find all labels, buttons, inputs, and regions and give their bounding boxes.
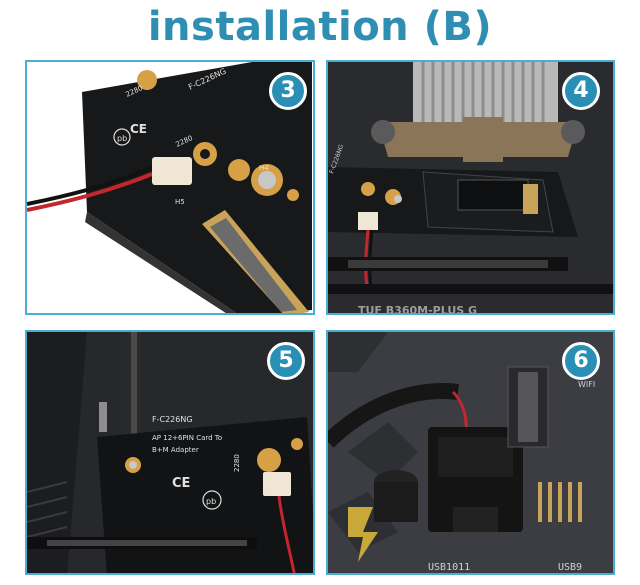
step3-ce-mark: CE xyxy=(130,122,147,136)
step5-desc-line2: B+M Adapter xyxy=(152,446,199,454)
step-badge-5: 5 xyxy=(267,342,305,380)
cpu-cooler xyxy=(413,62,558,122)
step-badge-6: 6 xyxy=(562,342,600,380)
step4-board-label: TUF B360M-PLUS G xyxy=(358,304,477,315)
step5-desc-line1: AP 12+6PIN Card To xyxy=(152,434,222,442)
step6-usb2-label: USB9 xyxy=(558,562,582,573)
step-4-photo: TUF B360M-PLUS G F-C226NG 4 xyxy=(326,60,615,315)
step3-h5: H5 xyxy=(175,198,185,206)
step-4-illustration: TUF B360M-PLUS G F-C226NG xyxy=(328,62,613,315)
step-5-illustration: F-C226NG AP 12+6PIN Card To B+M Adapter … xyxy=(27,332,313,573)
step5-size: 2280 xyxy=(233,454,241,472)
step-badge-3: 3 xyxy=(269,72,307,110)
sata-cable xyxy=(328,383,459,448)
step-3-photo: F-C226NG 2280 2280 CE pb H4 H5 3 xyxy=(25,60,315,315)
page-title: installation (B) xyxy=(147,4,493,50)
capacitor xyxy=(374,482,418,522)
power-connector xyxy=(152,157,192,185)
step-badge-4: 4 xyxy=(562,72,600,110)
step6-wifi-label: WIFI xyxy=(578,380,595,389)
step5-pb-mark: pb xyxy=(206,497,216,506)
step-6-illustration: USB1011 USB9 WIFI xyxy=(328,332,613,573)
power-connector xyxy=(263,472,291,496)
step-6-photo: USB1011 USB9 WIFI 6 xyxy=(326,330,615,575)
step-3-illustration: F-C226NG 2280 2280 CE pb H4 H5 xyxy=(27,62,312,313)
step-5-photo: F-C226NG AP 12+6PIN Card To B+M Adapter … xyxy=(25,330,315,575)
standoff-screw xyxy=(258,171,276,189)
step5-ce-mark: CE xyxy=(172,476,190,491)
step5-brand: F-C226NG xyxy=(152,415,193,424)
mount-hole-pad xyxy=(137,70,157,90)
step3-h4: H4 xyxy=(259,164,269,172)
step6-usb1-label: USB1011 xyxy=(428,562,470,573)
step3-pb-mark: pb xyxy=(117,134,127,143)
